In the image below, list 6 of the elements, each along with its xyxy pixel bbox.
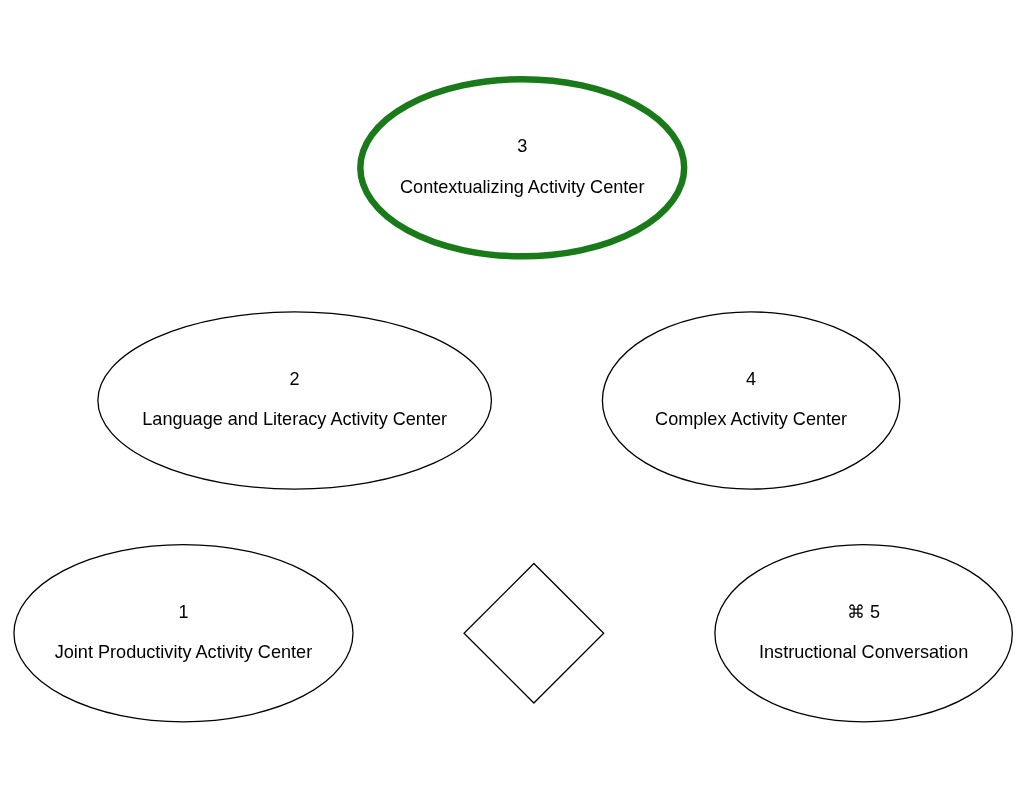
node-ellipse: 3 Contextualizing Activity Center (357, 75, 688, 260)
node-ellipse: 2 Language and Literacy Activity Center (97, 311, 493, 490)
node-ellipse: 4 Complex Activity Center (601, 311, 901, 490)
node-ellipse: 1 Joint Productivity Activity Center (13, 544, 354, 723)
node-diamond (463, 562, 605, 704)
node-ellipse: ⌘ 5 Instructional Conversation (714, 544, 1013, 723)
